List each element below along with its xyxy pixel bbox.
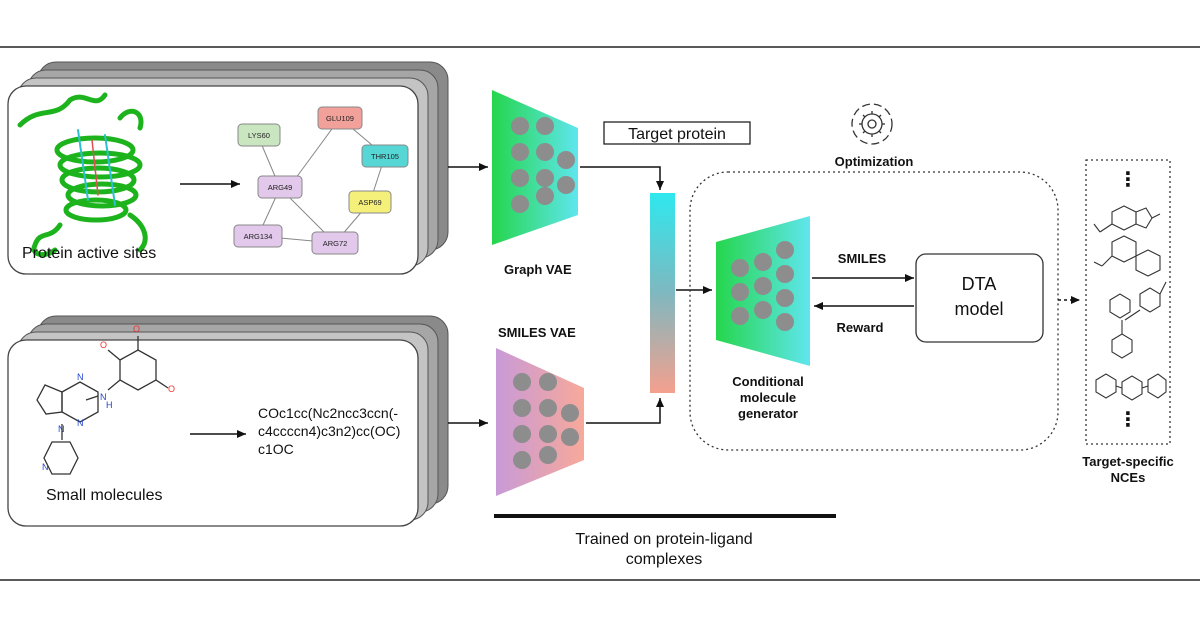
- graph-vae-to-latent-connector: [580, 166, 664, 190]
- svg-text:ARG49: ARG49: [268, 183, 293, 192]
- svg-text:GLU109: GLU109: [326, 114, 354, 123]
- generator-label-line-3: generator: [738, 406, 798, 421]
- svg-text:N: N: [77, 418, 84, 428]
- svg-text:N: N: [42, 462, 49, 472]
- svg-text:O: O: [168, 384, 175, 394]
- smiles-vae-label: SMILES VAE: [498, 325, 576, 340]
- protein-panel-label: Protein active sites: [22, 245, 156, 262]
- output-label-line-2: NCEs: [1111, 470, 1146, 485]
- target-protein-label: Target protein: [628, 126, 726, 143]
- output-molecule-3: [1109, 281, 1167, 359]
- conditional-generator: [716, 216, 810, 366]
- protein-panel: LYS60 GLU109 THR105 ARG49 ASP69 ARG134 A…: [7, 61, 449, 275]
- residue-node-arg134: ARG134: [233, 224, 283, 248]
- output-molecule-2: [1093, 235, 1161, 277]
- molecule-panel: O O O N H N N N N COc1cc(Nc2ncc3ccn(- c4…: [7, 315, 449, 527]
- residue-node-asp69: ASP69: [348, 190, 392, 214]
- smiles-vae-encoder: [496, 348, 584, 496]
- output-ellipsis-bottom: ⋮: [1118, 409, 1138, 431]
- svg-text:THR105: THR105: [371, 152, 399, 161]
- dta-model-box: DTA model: [915, 253, 1044, 343]
- generator-label-line-1: Conditional: [732, 374, 804, 389]
- graph-vae-encoder: [492, 90, 578, 245]
- training-caption-line-2: complexes: [626, 551, 702, 568]
- smiles-string-line-1: COc1cc(Nc2ncc3ccn(-: [258, 405, 398, 421]
- optimization-loop-box: [689, 171, 1059, 451]
- dta-label-line-2: model: [954, 299, 1003, 319]
- svg-text:N: N: [58, 424, 65, 434]
- molecule-panel-label: Small molecules: [46, 487, 162, 504]
- residue-node-arg72: ARG72: [311, 231, 359, 255]
- smiles-vae-to-latent-connector: [586, 398, 664, 424]
- svg-text:O: O: [133, 324, 140, 334]
- residue-node-glu109: GLU109: [317, 106, 363, 130]
- svg-text:N: N: [100, 392, 107, 402]
- residue-node-lys60: LYS60: [237, 123, 281, 147]
- svg-text:ARG134: ARG134: [244, 232, 273, 241]
- reward-edge-label: Reward: [837, 320, 884, 335]
- generator-label-line-2: molecule: [740, 390, 796, 405]
- target-protein-box: Target protein: [603, 121, 751, 145]
- smiles-string-line-3: c1OC: [258, 441, 294, 457]
- output-molecule-4: [1095, 373, 1167, 401]
- svg-text:ARG72: ARG72: [323, 239, 348, 248]
- gear-icon: [851, 103, 893, 145]
- molecule-structure-image: O O O N H N N N N: [36, 324, 175, 475]
- dta-label-line-1: DTA: [962, 274, 997, 294]
- svg-text:ASP69: ASP69: [358, 198, 381, 207]
- smiles-string-line-2: c4ccccn4)c3n2)cc(OC): [258, 423, 400, 439]
- svg-text:O: O: [100, 340, 107, 350]
- training-caption-line-1: Trained on protein-ligand: [575, 531, 752, 548]
- smiles-edge-label: SMILES: [838, 251, 887, 266]
- output-ellipsis-top: ⋮: [1118, 169, 1138, 191]
- output-molecules-box: [1085, 159, 1171, 445]
- output-molecule-1: [1093, 205, 1161, 233]
- svg-text:N: N: [77, 372, 84, 382]
- optimization-label: Optimization: [835, 154, 914, 169]
- latent-vector-bar: [650, 193, 675, 393]
- residue-node-thr105: THR105: [361, 144, 409, 168]
- graph-vae-label: Graph VAE: [504, 262, 572, 277]
- residue-node-arg49: ARG49: [257, 175, 303, 199]
- svg-text:LYS60: LYS60: [248, 131, 270, 140]
- output-label-line-1: Target-specific: [1082, 454, 1174, 469]
- protein-structure-image: [17, 92, 148, 258]
- svg-text:H: H: [106, 400, 113, 410]
